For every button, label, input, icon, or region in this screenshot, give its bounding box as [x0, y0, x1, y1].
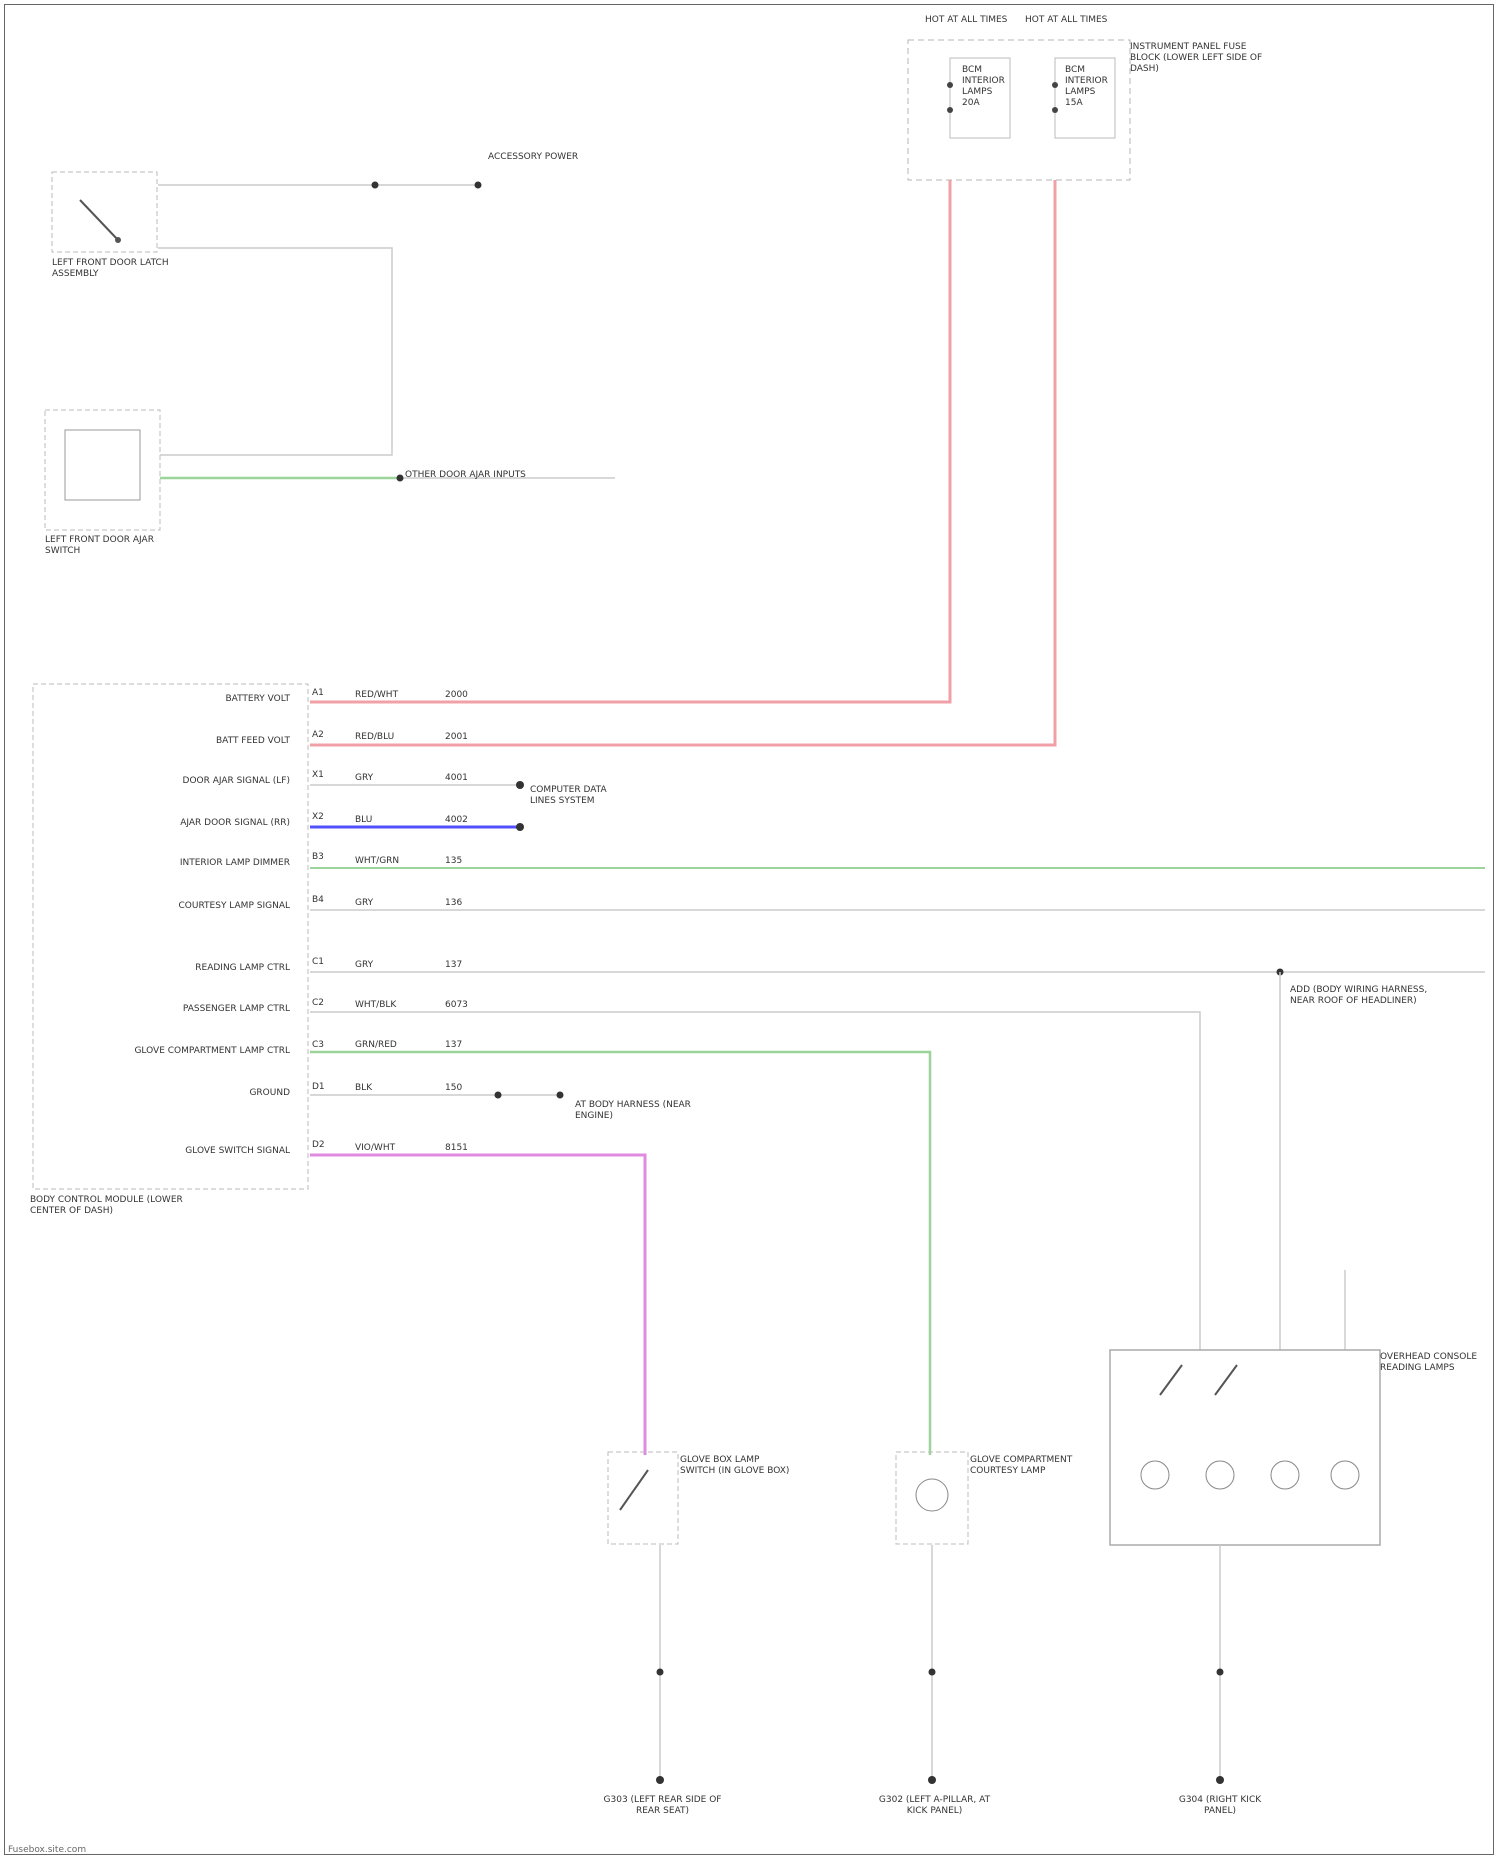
wire-2-color: RED/BLU — [355, 732, 394, 743]
bcm-pin-label: GLOVE SWITCH SIGNAL — [40, 1146, 290, 1157]
wire-9-code: 137 — [445, 1040, 462, 1051]
bcm-pin-number: B3 — [312, 852, 324, 863]
wire-1-color: RED/WHT — [355, 690, 398, 701]
glove-switch-label: GLOVE BOX LAMP SWITCH (IN GLOVE BOX) — [680, 1455, 790, 1477]
bcm-pin-label: AJAR DOOR SIGNAL (RR) — [40, 818, 290, 829]
wire-1-code: 2000 — [445, 690, 468, 701]
bcm-pin-number: A2 — [312, 730, 324, 741]
red-wires — [310, 180, 1055, 745]
wire-2-code: 2001 — [445, 732, 468, 743]
glove-lamp — [896, 1452, 968, 1784]
wire-6-code: 136 — [445, 898, 462, 909]
bcm-pin-label: BATTERY VOLT — [40, 694, 290, 705]
bcm-pin-label: INTERIOR LAMP DIMMER — [40, 858, 290, 869]
bcm-pin-label: PASSENGER LAMP CTRL — [40, 1004, 290, 1015]
bcm-pin-label: DOOR AJAR SIGNAL (LF) — [40, 776, 290, 787]
glove-lamp-label: GLOVE COMPARTMENT COURTESY LAMP — [970, 1455, 1080, 1477]
fuse-a-detail: BCM INTERIOR LAMPS 20A — [962, 65, 1007, 109]
wire-3-color: GRY — [355, 773, 373, 784]
bcm-pin-label: BATT FEED VOLT — [40, 736, 290, 747]
body-harness-label: ADD (BODY WIRING HARNESS, NEAR ROOF OF H… — [1290, 985, 1450, 1007]
bcm-pin-label: COURTESY LAMP SIGNAL — [40, 901, 290, 912]
fuse-block — [908, 40, 1130, 180]
wire-8-color: WHT/BLK — [355, 1000, 396, 1011]
fuse-b-header: HOT AT ALL TIMES — [1025, 15, 1107, 26]
bcm-pin-number: X1 — [312, 770, 324, 781]
bcm-pin-number: C1 — [312, 957, 324, 968]
wire-11-color: VIO/WHT — [355, 1143, 395, 1154]
bcm-pin-number: X2 — [312, 812, 324, 823]
bcm-title: BODY CONTROL MODULE (LOWER CENTER OF DAS… — [30, 1195, 210, 1217]
wire-7-code: 137 — [445, 960, 462, 971]
door-latch-label: LEFT FRONT DOOR LATCH ASSEMBLY — [52, 258, 172, 280]
wire-10-code: 150 — [445, 1083, 462, 1094]
fuse-block-title: INSTRUMENT PANEL FUSE BLOCK (LOWER LEFT … — [1130, 42, 1270, 75]
door-latch-switch — [52, 172, 482, 455]
ground-2-label: G302 (LEFT A-PILLAR, AT KICK PANEL) — [872, 1795, 997, 1817]
ground-ref-label: AT BODY HARNESS (NEAR ENGINE) — [575, 1100, 720, 1122]
wire-8-code: 6073 — [445, 1000, 468, 1011]
bcm-pin-number: C2 — [312, 998, 324, 1009]
door-ajar-switch — [45, 410, 615, 530]
comm-bus-label: COMPUTER DATA LINES SYSTEM — [530, 785, 630, 807]
bcm-pin-number: A1 — [312, 688, 324, 699]
bcm-wires — [310, 781, 1485, 1455]
body-control-module — [33, 684, 308, 1189]
bcm-pin-number: C3 — [312, 1040, 324, 1051]
wire-6-color: GRY — [355, 898, 373, 909]
wire-7-color: GRY — [355, 960, 373, 971]
wire-4-color: BLU — [355, 815, 372, 826]
wire-10-color: BLK — [355, 1083, 372, 1094]
wire-4-code: 4002 — [445, 815, 468, 826]
footer-watermark: Fusebox.site.com — [8, 1845, 86, 1855]
door-ajar-label: LEFT FRONT DOOR AJAR SWITCH — [45, 535, 165, 557]
wire-9-color: GRN/RED — [355, 1040, 397, 1051]
bcm-pin-number: D1 — [312, 1082, 325, 1093]
glove-box-switch — [608, 1452, 678, 1784]
wire-5-color: WHT/GRN — [355, 856, 399, 867]
bcm-pin-label: READING LAMP CTRL — [40, 963, 290, 974]
overhead-console — [1110, 1350, 1380, 1784]
bcm-pin-number: B4 — [312, 895, 324, 906]
bcm-pin-number: D2 — [312, 1140, 325, 1151]
fuse-a-header: HOT AT ALL TIMES — [925, 15, 1007, 26]
ground-1-label: G303 (LEFT REAR SIDE OF REAR SEAT) — [600, 1795, 725, 1817]
fuse-b-detail: BCM INTERIOR LAMPS 15A — [1065, 65, 1110, 109]
wire-11-code: 8151 — [445, 1143, 468, 1154]
wire-5-code: 135 — [445, 856, 462, 867]
bcm-pin-label: GROUND — [40, 1088, 290, 1099]
ground-3-label: G304 (RIGHT KICK PANEL) — [1170, 1795, 1270, 1817]
wire-3-code: 4001 — [445, 773, 468, 784]
other-door-label: OTHER DOOR AJAR INPUTS — [405, 470, 526, 481]
accessory-label: ACCESSORY POWER — [488, 152, 583, 163]
bcm-pin-label: GLOVE COMPARTMENT LAMP CTRL — [40, 1046, 290, 1057]
overhead-console-label: OVERHEAD CONSOLE READING LAMPS — [1380, 1352, 1480, 1374]
